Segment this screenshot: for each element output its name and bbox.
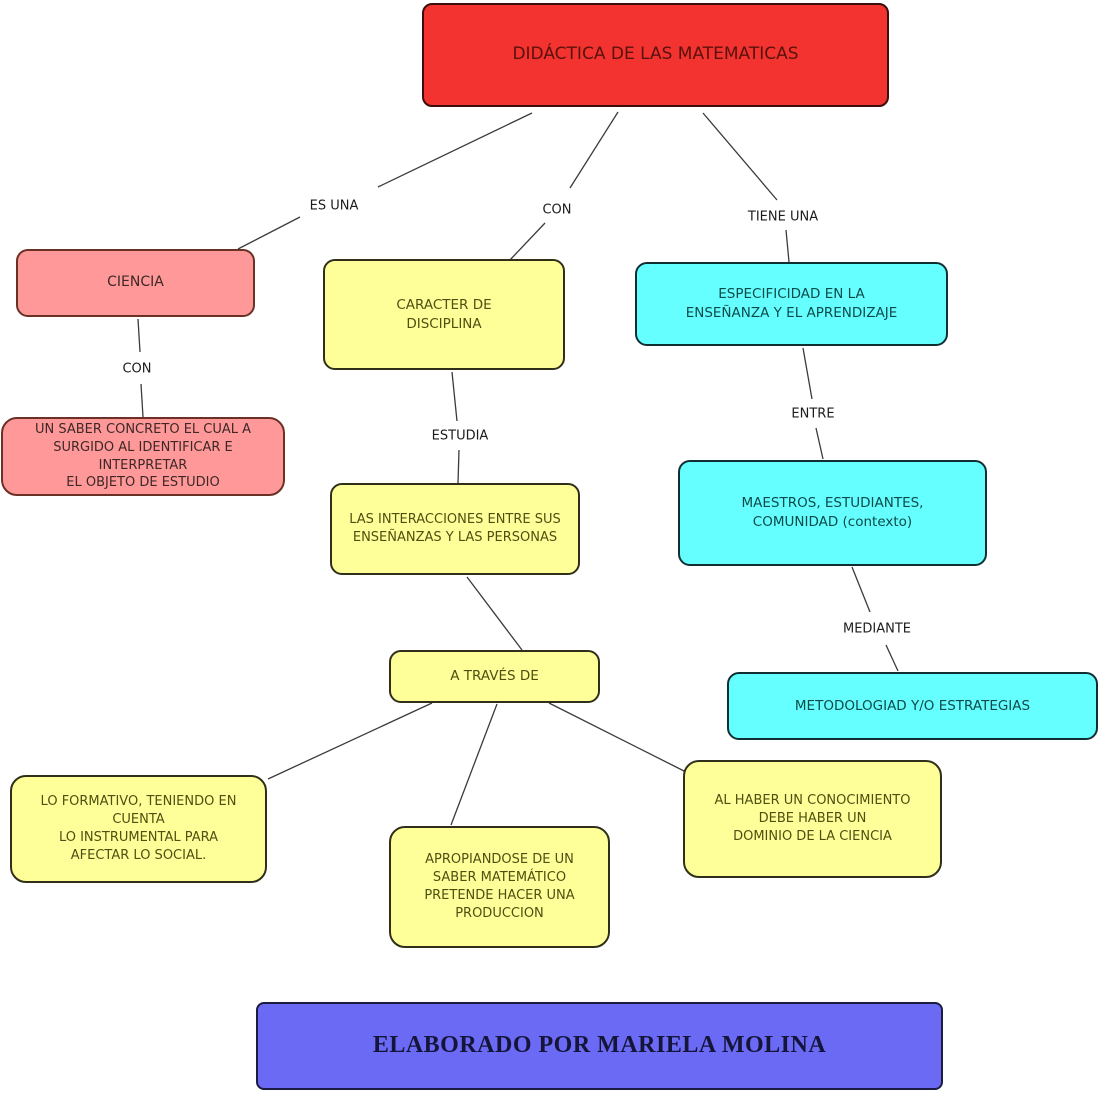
node-elaborado-por-credit: ELABORADO POR MARIELA MOLINA [256,1002,943,1090]
edge-interacciones-to-a-traves [466,576,523,651]
node-las-interacciones: LAS INTERACCIONES ENTRE SUS ENSEÑANZAS Y… [330,483,580,575]
edge-con-to-caracter [508,222,546,262]
edge-label-tiene-una: TIENE UNA [747,209,819,225]
edge-es-una-to-ciencia [237,216,301,250]
edge-label-mediante: MEDIANTE [842,621,912,637]
node-metodologia-estrategias: METODOLOGIAD Y/O ESTRATEGIAS [727,672,1098,740]
node-a-traves-de: A TRAVÉS DE [389,650,600,703]
edge-maestros-to-mediante [851,566,871,613]
edge-a-traves-to-al-haber [548,702,687,773]
node-didactica-de-las-matematicas: DIDÁCTICA DE LAS MATEMATICAS [422,3,889,107]
node-apropiandose-saber: APROPIANDOSE DE UN SABER MATEMÁTICO PRET… [389,826,610,948]
edge-label-con-top: CON [542,202,572,218]
edge-label-es-una: ES UNA [309,198,359,214]
edge-caracter-to-estudia [451,371,458,422]
edge-a-traves-to-apropiandose [450,703,498,826]
edge-especificidad-to-entre [802,347,813,400]
node-maestros-estudiantes: MAESTROS, ESTUDIANTES, COMUNIDAD (contex… [678,460,987,566]
node-al-haber-conocimiento: AL HABER UN CONOCIMIENTO DEBE HABER UN D… [683,760,942,878]
edge-label-estudia: ESTUDIA [431,428,489,444]
node-especificidad-ensenanza: ESPECIFICIDAD EN LA ENSEÑANZA Y EL APREN… [635,262,948,346]
node-lo-formativo: LO FORMATIVO, TENIENDO EN CUENTA LO INST… [10,775,267,883]
node-ciencia: CIENCIA [16,249,255,317]
edge-con-to-saber [140,383,144,418]
edge-estudia-to-interacciones [457,449,460,484]
edge-mediante-to-metodologia [885,644,899,672]
edge-ciencia-to-con [137,318,141,353]
edge-title-to-tiene-una [702,112,778,201]
edge-title-to-con [569,111,619,189]
node-un-saber-concreto: UN SABER CONCRETO EL CUAL A SURGIDO AL I… [1,417,285,496]
edge-title-to-es-una [377,112,533,188]
edge-label-con-left: CON [122,361,152,377]
node-caracter-de-disciplina: CARACTER DE DISCIPLINA [323,259,565,370]
edge-tiene-una-to-especificidad [785,229,790,263]
edge-label-entre: ENTRE [791,406,835,422]
edge-entre-to-maestros [815,427,824,460]
edge-a-traves-to-formativo [267,702,433,780]
